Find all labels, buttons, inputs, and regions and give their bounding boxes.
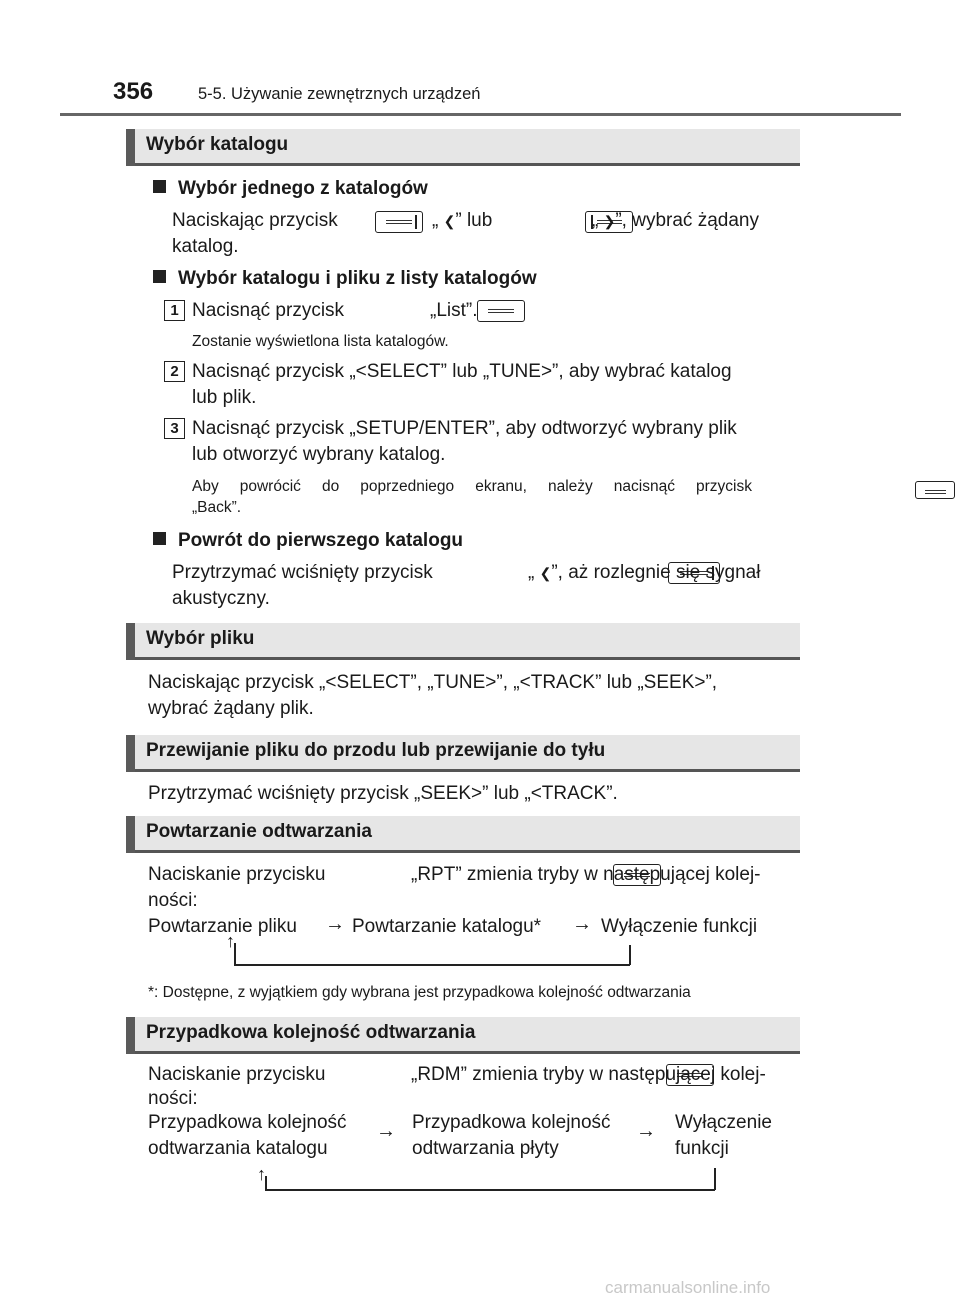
square-bullet-icon: [153, 180, 166, 193]
cycle-line: [265, 1176, 267, 1190]
button-icon: [665, 1064, 714, 1086]
arrow-right-icon: →: [636, 1120, 656, 1142]
arrow-right-icon: →: [572, 913, 592, 935]
chevron-right-icon: ❯: [603, 213, 616, 229]
square-bullet-icon: [153, 270, 166, 283]
cycle-line: [265, 1189, 715, 1191]
section-heading-file: Wybór pliku: [126, 623, 800, 660]
subheading-back-to-first: Powrót do pierwszego katalogu: [153, 528, 463, 554]
cycle-line: [714, 1168, 716, 1190]
button-icon-bar-right: [375, 211, 423, 233]
chevron-left-icon: ❮: [539, 565, 552, 581]
step-number: 1: [164, 300, 185, 321]
cycle-line: [234, 943, 236, 965]
square-bullet-icon: [153, 532, 166, 545]
button-icon: [476, 300, 525, 322]
chevron-left-icon: ❮: [443, 213, 456, 229]
cycle-line: [234, 964, 630, 966]
header-rule: [60, 113, 901, 116]
section-heading-random: Przypadkowa kolejność odtwarzania: [126, 1017, 800, 1054]
chapter-title: 5-5. Używanie zewnętrznych urządzeń: [198, 85, 481, 103]
arrow-right-icon: →: [376, 1120, 396, 1142]
instruction-line: Naciskając przycisk: [172, 210, 338, 231]
cycle-line: [629, 945, 631, 965]
step-number: 2: [164, 361, 185, 382]
button-icon: [613, 864, 662, 886]
page-number: 356: [113, 78, 154, 105]
section-heading-seek: Przewijanie pliku do przodu lub przewija…: [126, 735, 800, 772]
button-icon-bar-right: [667, 562, 720, 584]
section-heading-repeat: Powtarzanie odtwarzania: [126, 816, 800, 853]
subheading-select-from-list: Wybór katalogu i pliku z listy katalogów: [153, 266, 537, 292]
subheading-select-one: Wybór jednego z katalogów: [153, 176, 428, 202]
section-heading-directory: Wybór katalogu: [126, 129, 800, 166]
watermark: carmanualsonline.info: [605, 1278, 771, 1297]
button-icon: [915, 481, 956, 499]
button-icon-bar-left: [585, 211, 634, 233]
arrow-up-icon: ↑: [257, 1164, 266, 1184]
step-number: 3: [164, 418, 185, 439]
arrow-right-icon: →: [325, 913, 345, 935]
arrow-up-icon: ↑: [226, 931, 235, 951]
